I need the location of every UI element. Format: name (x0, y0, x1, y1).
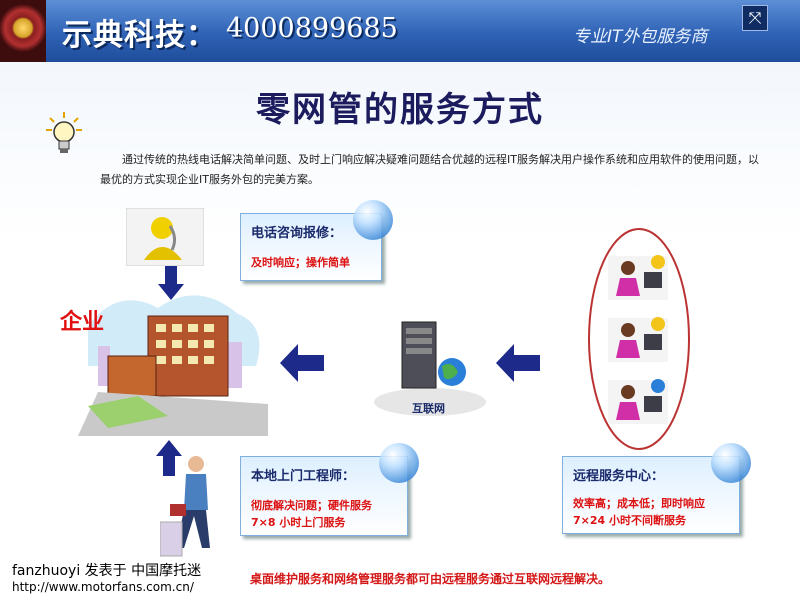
hotline-number: 4000899685 (226, 13, 398, 44)
onsite-engineer-detail-2: 7×8 小时上门服务 (251, 516, 346, 529)
brand-name: 示典科技： (62, 18, 217, 53)
customer-support-icon (126, 208, 204, 266)
remote-staff-illustration (588, 228, 690, 450)
remote-service-title: 远程服务中心： (573, 469, 665, 484)
lightbulb-icon (46, 112, 82, 153)
header-bar: 示典科技： 4000899685 专业IT外包服务商 ⤧ (0, 0, 800, 62)
expand-icon[interactable]: ⤧ (742, 5, 768, 31)
remote-service-detail-2: 7×24 小时不间断服务 (573, 514, 687, 527)
onsite-engineer-title: 本地上门工程师： (251, 469, 356, 484)
onsite-engineer-detail-1: 彻底解决问题；硬件服务 (251, 499, 372, 512)
arrow-up (156, 440, 182, 476)
enterprise-label: 企业 (60, 310, 105, 335)
phone-support-box: 电话咨询报修： 及时响应；操作简单 (240, 200, 393, 281)
tagline: 专业IT外包服务商 (573, 27, 708, 47)
enterprise-building-illustration (78, 295, 268, 436)
phone-support-detail: 及时响应；操作简单 (251, 256, 350, 269)
glass-orb-icon (711, 443, 751, 483)
internet-server-illustration (374, 321, 486, 416)
onsite-engineer-box: 本地上门工程师： 彻底解决问题；硬件服务 7×8 小时上门服务 (240, 443, 419, 536)
page-title: 零网管的服务方式 (256, 90, 544, 130)
onsite-engineer-illustration (160, 456, 210, 557)
watermark-author: fanzhuoyi 发表于 中国摩托迷 (12, 563, 202, 579)
glass-orb-icon (353, 200, 393, 240)
footnote: 桌面维护服务和网络管理服务都可由远程服务通过互联网远程解决。 (250, 572, 611, 586)
remote-service-detail-1: 效率高；成本低；即时响应 (573, 497, 705, 510)
company-emblem-icon (0, 0, 46, 62)
watermark-url[interactable]: http://www.motorfans.com.cn/ (12, 580, 194, 594)
arrow-left-to-internet (496, 344, 540, 382)
glass-orb-icon (379, 443, 419, 483)
remote-service-box: 远程服务中心： 效率高；成本低；即时响应 7×24 小时不间断服务 (562, 443, 751, 534)
phone-support-title: 电话咨询报修： (251, 226, 343, 241)
internet-label: 互联网 (412, 402, 445, 415)
intro-paragraph: 通过传统的热线电话解决简单问题、及时上门响应解决疑难问题结合优越的远程IT服务解… (100, 153, 759, 186)
arrow-left-to-enterprise (280, 344, 324, 382)
arrow-down (158, 266, 184, 300)
